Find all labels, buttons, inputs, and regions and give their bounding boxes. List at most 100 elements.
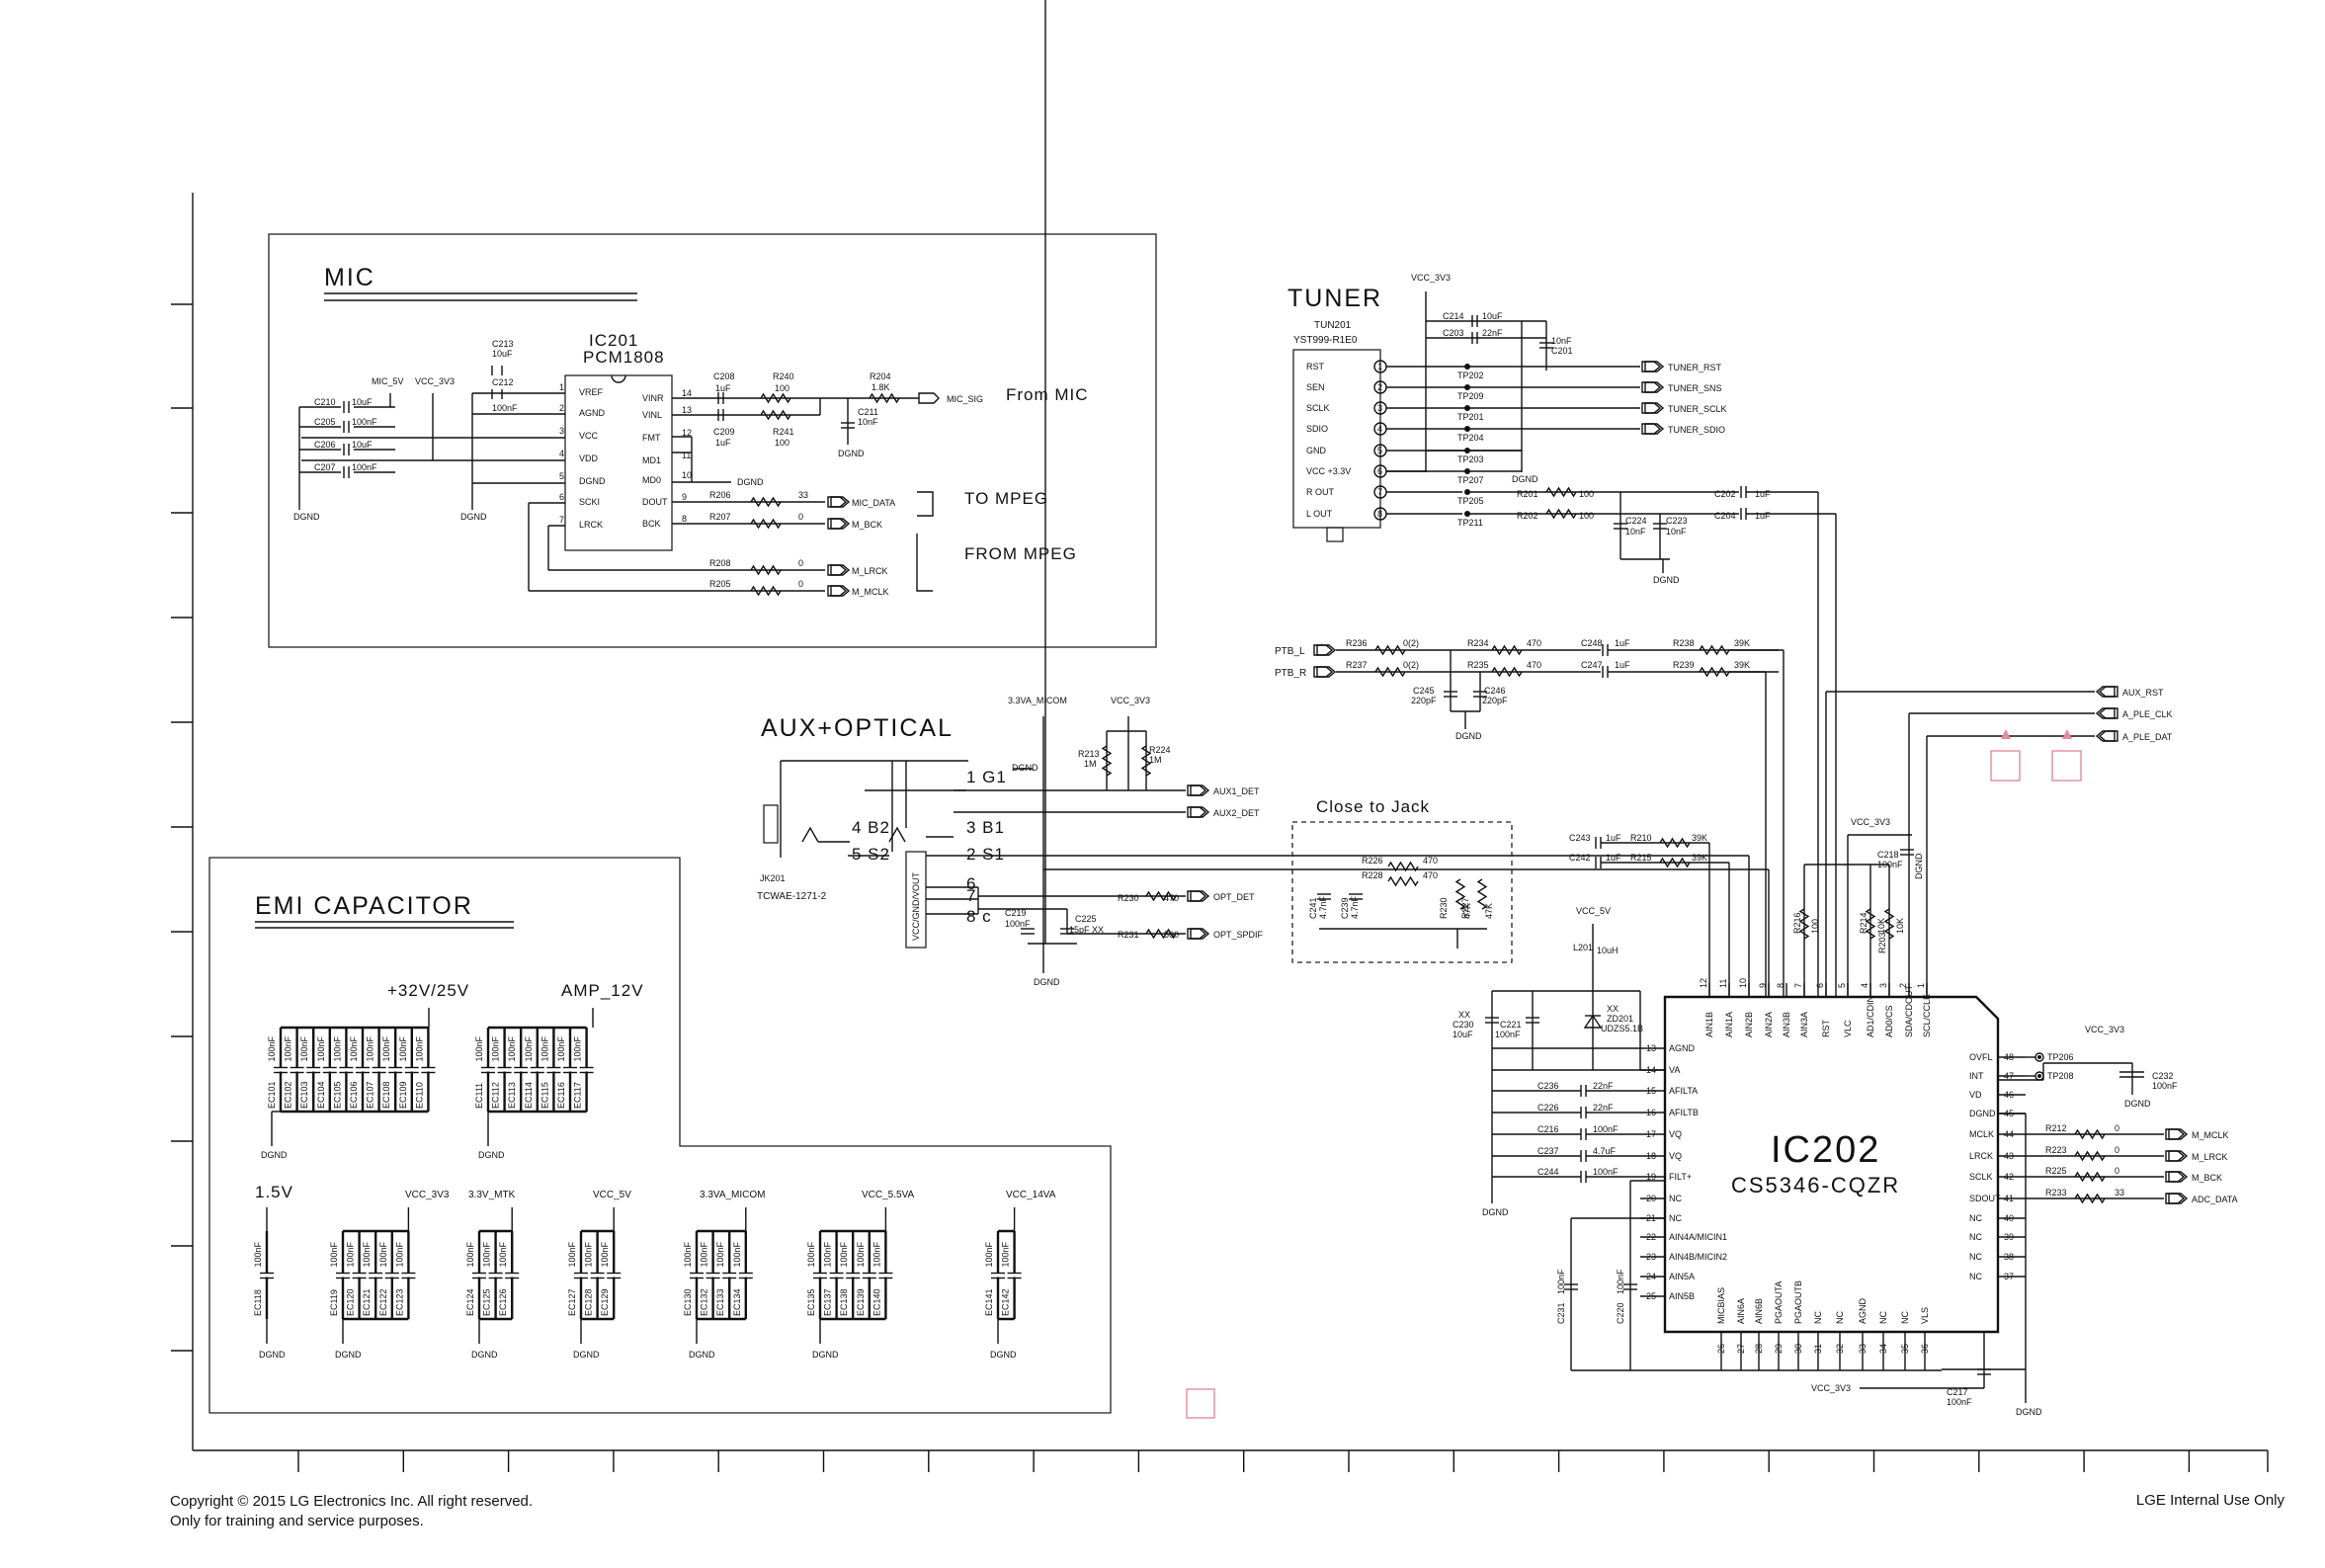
net-tuner_sdio: TUNER_SDIO — [1668, 425, 1725, 435]
tuner-pin-4-name: SDIO — [1306, 424, 1328, 434]
aux-pin-7: 8 c — [966, 907, 992, 926]
from-mpeg-label: FROM MPEG — [964, 544, 1077, 563]
ic202-pin-42-num: 42 — [2004, 1172, 2014, 1182]
emi-amp_caps-1-ref: EC112 — [491, 1082, 501, 1109]
emi-v32_caps-0-ref: EC101 — [267, 1081, 277, 1109]
ic202-pin-7-num: 7 — [1793, 983, 1803, 988]
emi-v32_caps-5-val: 100nF — [349, 1035, 359, 1061]
c224-ref: C224 — [1625, 516, 1647, 526]
ptb-cv-1: 1uF — [1615, 660, 1630, 670]
ic202-bottom-pins: 26MICBIAS27AIN6A28AIN6B29PGAOUTA30PGAOUT… — [1564, 1280, 1991, 1375]
net-m_bck: M_BCK — [852, 520, 882, 530]
ic202-pin-16-name: AFILTB — [1669, 1108, 1699, 1117]
emi-group-2-gnd: DGND — [471, 1350, 498, 1360]
ic201-pin-vref: VREF — [579, 387, 604, 397]
ic201-pin-7-num: 7 — [559, 515, 564, 525]
r230-val: 470 — [1164, 893, 1179, 903]
mic-cap-0-val: 10uF — [352, 397, 373, 407]
emi-amp_caps-6-val: 100nF — [573, 1035, 583, 1061]
ic201-pin-9-num: 9 — [682, 492, 687, 502]
ic202-pin-37-name: NC — [1969, 1272, 1982, 1281]
emi-v32_caps-0-val: 100nF — [267, 1035, 277, 1061]
ic202-pin-5-num: 5 — [1837, 983, 1847, 988]
emi-caps-4-val: 100nF — [872, 1241, 881, 1267]
ic202-pin-41-num: 41 — [2004, 1194, 2014, 1203]
emi-caps-3-ref: EC139 — [856, 1288, 866, 1316]
optical-pin-label: VCC/GND/VOUT — [911, 871, 921, 941]
ic201-pin-vcc: VCC — [579, 431, 599, 441]
c232-val: 100nF — [2152, 1081, 2178, 1091]
emi-caps-1-ref: EC125 — [482, 1288, 492, 1316]
c221-val: 100nF — [1495, 1030, 1521, 1039]
ic202-pin-2-num: 2 — [1898, 983, 1908, 988]
emi-caps-2-ref: EC121 — [362, 1288, 372, 1316]
emi-title: EMI CAPACITOR — [255, 892, 473, 920]
emi-v32_caps-7-ref: EC108 — [381, 1081, 391, 1109]
zd201-xx: XX — [1607, 1004, 1619, 1014]
emi-rail-caps: 100nFEC101100nFEC102100nFEC103100nFEC104… — [261, 1008, 594, 1160]
mic-out-1-val: 0 — [798, 512, 803, 522]
ctj-riv-1: 470 — [1423, 870, 1438, 880]
ic202-gnd-right: DGND — [2016, 1407, 2042, 1417]
ctj-ri-1: R228 — [1362, 870, 1383, 880]
c230-xx: XX — [1458, 1010, 1470, 1020]
ic202-cap-c226-ref: C226 — [1537, 1103, 1559, 1113]
ic202-pin-46-name: VD — [1969, 1090, 1982, 1100]
net-adc_data: ADC_DATA — [2192, 1195, 2238, 1204]
emi-amp_caps-6-ref: EC117 — [573, 1082, 583, 1109]
tuner-pin-8-name: L OUT — [1306, 509, 1333, 519]
net-opt_det: OPT_DET — [1213, 892, 1255, 902]
ic201-pin-scki: SCKI — [579, 497, 600, 507]
ic202-rail-3v3-right: VCC_3V3 — [2085, 1025, 2124, 1034]
mic-gnd-md: DGND — [737, 477, 764, 487]
ic201-pin-dgnd: DGND — [579, 476, 606, 486]
emi-group-0-gnd: DGND — [259, 1350, 286, 1360]
ic202-pin-30-name: PGAOUTB — [1793, 1280, 1803, 1324]
ic201-ref: IC201 — [589, 331, 638, 350]
ic201-pin-md0: MD0 — [642, 475, 661, 485]
c209-val: 1uF — [715, 438, 731, 448]
ic201-pin-2-num: 2 — [559, 403, 564, 413]
c230-ref: C230 — [1453, 1020, 1474, 1030]
ic202-pin-26-num: 26 — [1716, 1344, 1726, 1354]
tuner-outcap-0-ref: C202 — [1714, 489, 1736, 499]
ctj-part-1-ref: C239 — [1340, 897, 1350, 919]
mic-title: MIC — [324, 264, 375, 291]
emi-caps-1-val: 100nF — [482, 1241, 492, 1267]
mic-out-2-val: 0 — [798, 558, 803, 568]
training-text: Only for training and service purposes. — [170, 1513, 424, 1529]
c230-val: 10uF — [1453, 1030, 1473, 1039]
ic202-pin-22-name: AIN4A/MICIN1 — [1669, 1232, 1727, 1242]
emi-caps-2-val: 100nF — [600, 1241, 610, 1267]
emi-caps-0-ref: EC130 — [683, 1288, 693, 1316]
ctj-cv-1: 1uF — [1606, 853, 1621, 863]
aux-pin-2: 3 B1 — [966, 818, 1005, 837]
emi-frame — [208, 857, 1112, 1414]
ic202-pin-29-name: PGAOUTA — [1774, 1281, 1784, 1324]
emi-caps-2-val: 100nF — [498, 1241, 508, 1267]
emi-v32_caps-3-val: 100nF — [316, 1035, 326, 1061]
ic202-pin-31-name: NC — [1813, 1311, 1823, 1324]
r213-val: 1M — [1084, 759, 1097, 769]
ic202-pin-28-num: 28 — [1754, 1344, 1764, 1354]
ctj-part-0-val: 4.7nF — [1318, 895, 1328, 919]
ctj-part-1-val: 4.7nF — [1350, 895, 1360, 919]
ic201-pin-12-num: 12 — [682, 428, 692, 438]
tuner-pin-2-name: SEN — [1306, 382, 1325, 392]
ptb-r1v-1: 0(2) — [1403, 660, 1419, 670]
ic202-pin-8-num: 8 — [1776, 983, 1785, 988]
ic201-pin-vdd: VDD — [579, 454, 599, 463]
mic-cap-0-ref: C210 — [314, 397, 336, 407]
ic202-pin-10-name: AIN2B — [1744, 1012, 1754, 1037]
ptb-r1v-0: 0(2) — [1403, 638, 1419, 648]
ptb-c-0: C248 — [1581, 638, 1603, 648]
emi-group-0-label: 1.5V — [255, 1183, 293, 1201]
ic202-pin-36-num: 36 — [1920, 1344, 1930, 1354]
c245-ref: C245 — [1413, 686, 1435, 696]
emi-v32_caps-7-val: 100nF — [381, 1035, 391, 1061]
tuner-pin-3-name: SCLK — [1306, 403, 1330, 413]
rail-mic-5v: MIC_5V — [372, 376, 404, 386]
emi-caps-0-ref: EC118 — [253, 1289, 263, 1316]
